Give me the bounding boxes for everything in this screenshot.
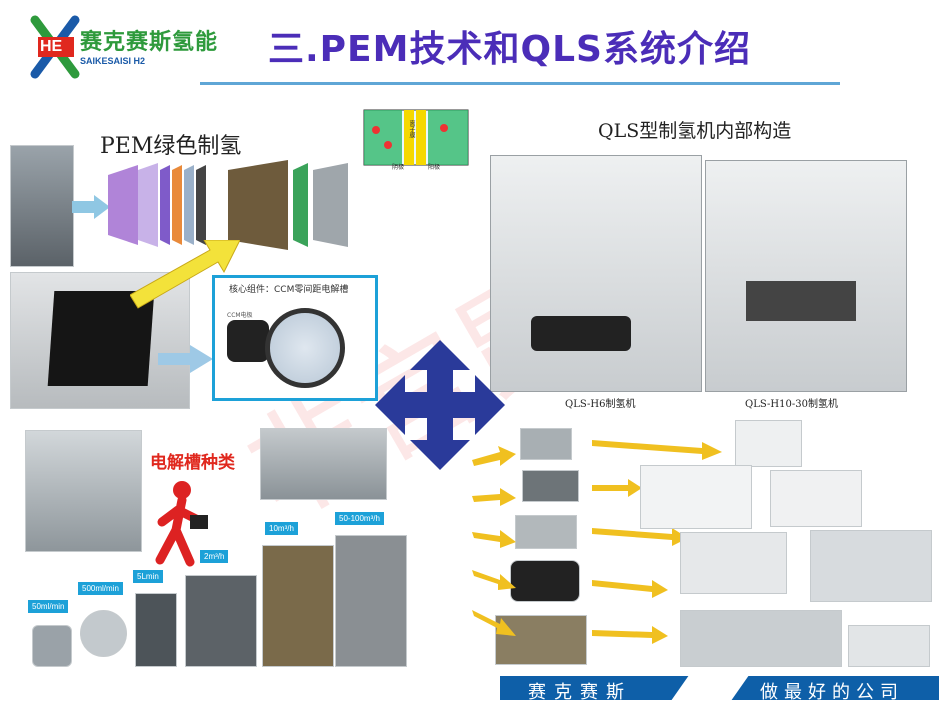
qls-h6-caption: QLS-H6制氢机 (565, 399, 636, 410)
ccm-sub: CCM电极 (227, 312, 253, 319)
company-logo: HE (30, 12, 200, 82)
pipes-photo (260, 428, 387, 500)
capacity-500ml: 500ml/min (78, 582, 123, 595)
stack-photo (10, 145, 74, 267)
footer-slogan: 做最好的公司 (760, 682, 904, 703)
four-way-arrow-icon (375, 340, 505, 470)
capacity-5l: 5Lmin (133, 570, 163, 583)
ccm-electrode (227, 320, 269, 362)
pem-label: PEM绿色制氢 (100, 134, 242, 159)
ccm-title: 核心组件：CCM零间距电解槽 (229, 285, 349, 295)
title-underline (200, 82, 840, 85)
machine-dark (770, 470, 862, 527)
qls-h10-caption: QLS-H10-30制氢机 (745, 399, 838, 410)
cathode-label: 阴极 (392, 164, 405, 171)
anode-label: 阳极 (428, 164, 441, 171)
qls-label: QLS型制氢机内部构造 (598, 120, 792, 142)
arrow-right-small-icon (158, 345, 213, 373)
device-50ml (32, 625, 72, 667)
stack-large (510, 560, 580, 602)
capacity-2m3: 2m³/h (200, 550, 229, 563)
electrolysis-diagram: 阴极 阳极 离子膜 (356, 100, 476, 171)
h6-stack (531, 316, 631, 351)
stack-small-1 (520, 428, 572, 460)
machine-cabinet (680, 532, 787, 594)
device-500ml (80, 610, 127, 657)
capacity-10m3: 10m³/h (265, 522, 298, 535)
logo-initials: HE (40, 38, 63, 55)
arrow-right-icon (72, 195, 110, 219)
page-title: 三.PEM技术和QLS系统介绍 (268, 29, 751, 70)
machine-small (735, 420, 802, 467)
device-10m3 (262, 545, 334, 667)
membrane-label: 离子膜 (408, 120, 415, 138)
machine-open-cabinet (810, 530, 932, 602)
system-plant (680, 610, 842, 667)
logo-company-name: 赛克赛斯氢能 (80, 30, 219, 55)
stack-small-2 (522, 470, 579, 502)
system-small (848, 625, 930, 667)
right-yellow-arrows (592, 440, 722, 644)
electrolysis-cell-icon (363, 109, 469, 166)
left-yellow-arrows (472, 446, 516, 636)
ccm-info-box: 核心组件：CCM零间距电解槽 CCM电极 (212, 275, 378, 401)
device-50-100m3 (335, 535, 407, 667)
stack-medium (515, 515, 577, 549)
logo-company-sub: SAIKESAISI H2 (80, 56, 146, 66)
factory-photo (25, 430, 142, 552)
magnifier-icon (265, 308, 345, 388)
electrolyzer-types-title: 电解槽种类 (150, 453, 235, 473)
logo-x-icon (30, 15, 80, 79)
arrow-yellow-icon (130, 240, 240, 309)
footer-company: 赛克赛斯 (528, 682, 632, 703)
capacity-50ml: 50ml/min (28, 600, 69, 613)
exploded-stack-diagram (108, 160, 348, 250)
machine-medium (640, 465, 752, 529)
device-2m3 (185, 575, 257, 667)
capacity-50-100m3: 50-100m³/h (335, 512, 384, 525)
qls-h10-cabinet (705, 160, 907, 392)
qls-h6-cabinet (490, 155, 702, 392)
red-runner-icon (155, 481, 208, 567)
stack-xlarge (495, 615, 587, 665)
device-5l (135, 593, 177, 667)
h10-stack (746, 281, 856, 321)
